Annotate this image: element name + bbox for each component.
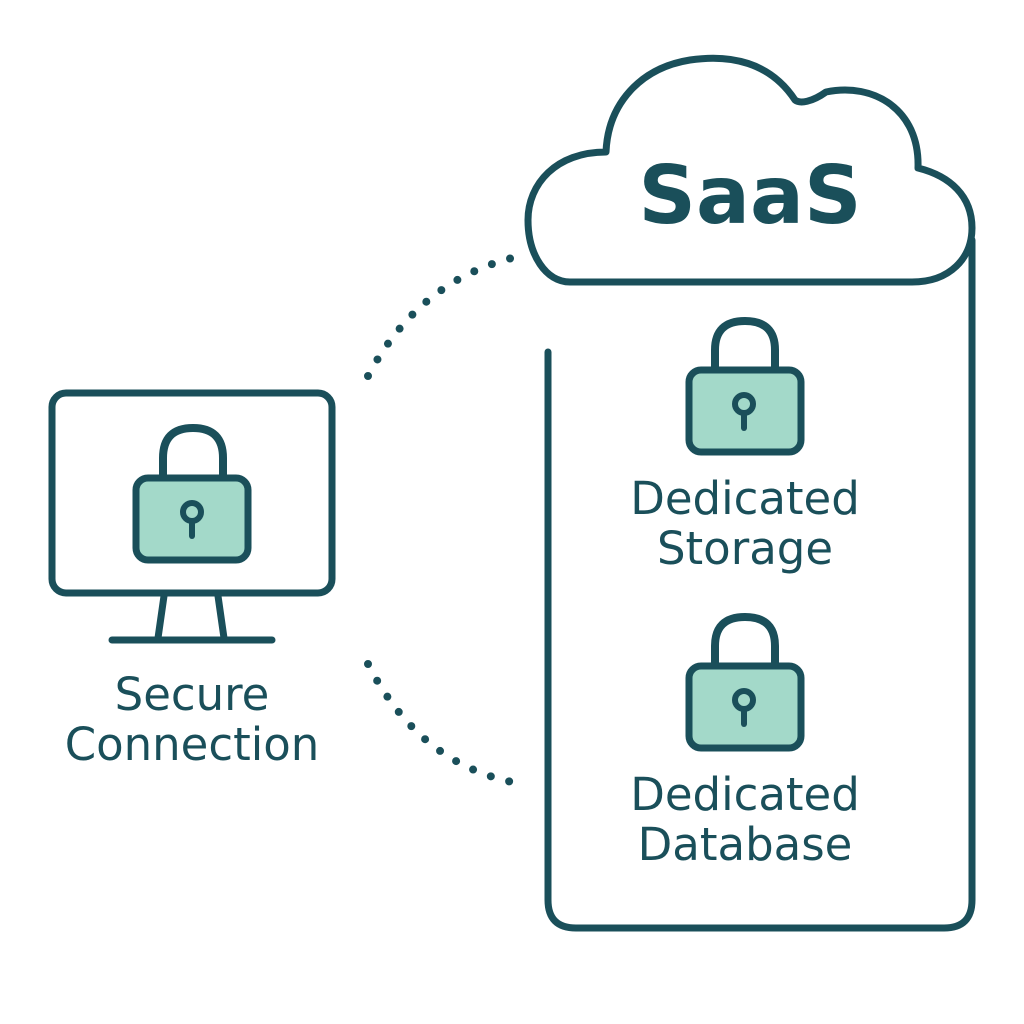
connection-arc-top [364, 254, 516, 380]
padlock-icon [132, 423, 252, 564]
client-label: Secure Connection [30, 668, 354, 772]
feature-label-database-line1: Dedicated [630, 768, 860, 821]
padlock-icon [685, 612, 805, 752]
saas-container-box [544, 236, 976, 932]
feature-label-database: Dedicated Database [600, 768, 890, 872]
feature-label-database-line2: Database [637, 818, 853, 872]
connection-arc-bottom [364, 660, 516, 786]
cloud-title: SaaS [638, 149, 862, 242]
client-label-line2: Connection [64, 718, 320, 772]
feature-label-storage-line1: Dedicated [630, 472, 860, 525]
client-label-line1: Secure [114, 668, 270, 721]
feature-label-storage-line2: Storage [656, 522, 834, 576]
feature-label-storage: Dedicated Storage [600, 472, 890, 576]
padlock-icon [685, 316, 805, 456]
cloud-icon [524, 54, 976, 286]
